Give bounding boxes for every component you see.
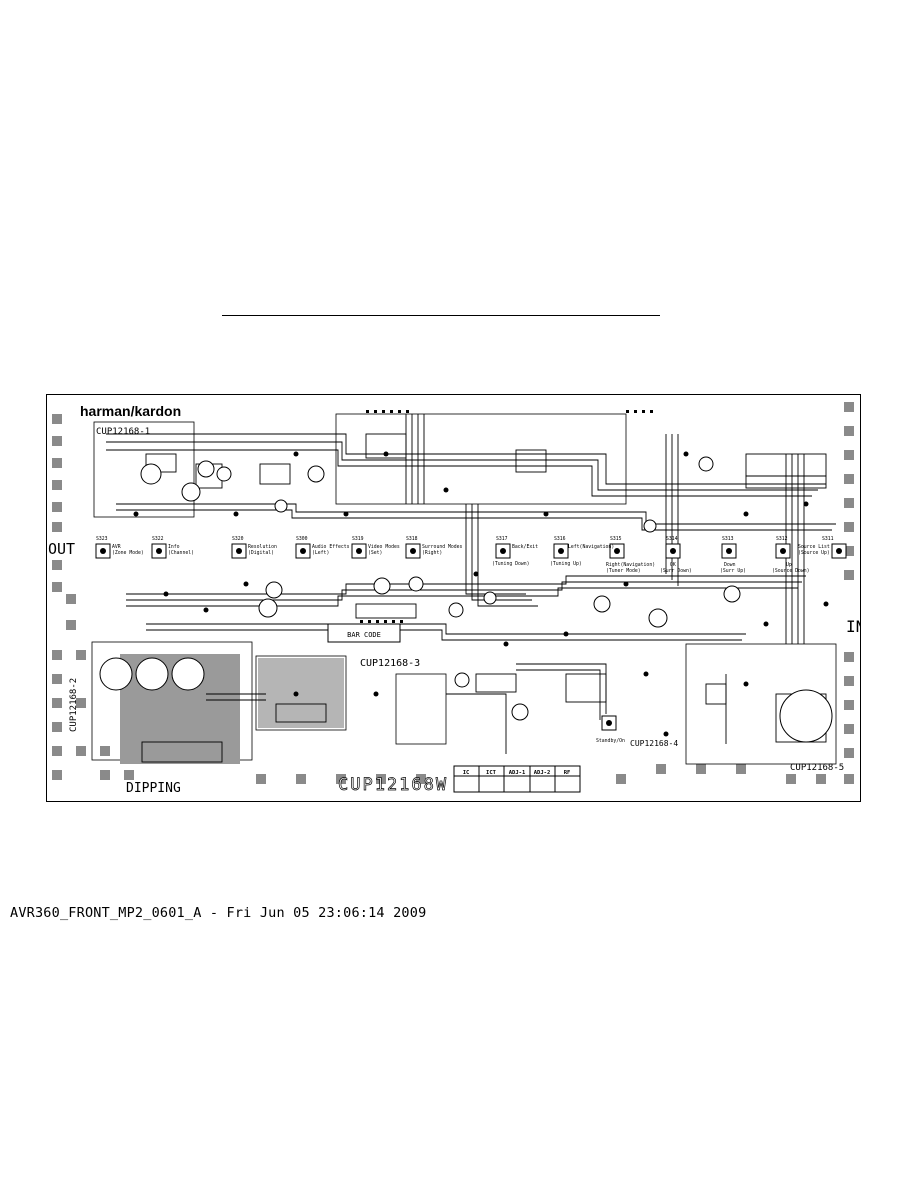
switch-label: Left(Navigation): [568, 544, 614, 550]
switch-ref: S322: [152, 536, 164, 542]
barcode-label: BAR CODE: [347, 631, 381, 639]
switch-sub: (Channel): [168, 550, 194, 556]
switch-sub: (Source Up): [798, 550, 830, 556]
sub-board-label: CUP12168-5: [790, 763, 844, 773]
switch-sub: (Right): [422, 550, 442, 556]
switch-ref: S323: [96, 536, 108, 542]
switch-label: Video Modes: [368, 544, 400, 550]
switch-label: Right(Navigation): [606, 562, 655, 568]
switch-sub: (Tuning Down): [492, 561, 530, 567]
switch-label: Surround Modes: [422, 544, 463, 550]
switch-label: Info: [168, 544, 180, 550]
sub-board-label: CUP12168-3: [360, 658, 420, 669]
file-timestamp: Fri Jun 05 23:06:14 2009: [202, 905, 427, 921]
dipping-label: DIPPING: [126, 781, 181, 796]
file-name: AVR360_FRONT_MP2_0601_A: [10, 905, 202, 921]
table-header: ICT: [486, 770, 497, 776]
switch-sub: (Surr Up): [720, 568, 746, 574]
switch-ref: S312: [776, 536, 788, 542]
out-label: OUT: [48, 540, 75, 558]
standby-label: Standby/On: [596, 738, 625, 744]
switch-sub: (Set): [368, 550, 382, 556]
switch-ref: S313: [722, 536, 734, 542]
table-header: RF: [564, 770, 571, 776]
switch-ref: S317: [496, 536, 508, 542]
switch-label: Up: [786, 562, 792, 568]
switch-ref: S314: [666, 536, 678, 542]
switch-sub: (Source Down): [772, 568, 810, 574]
edge-pads: [52, 402, 854, 784]
board-id: CUP12168W: [338, 775, 448, 795]
switch-label: Source List: [798, 544, 830, 550]
table-header: ADJ-1: [509, 770, 526, 776]
sub-board-label: CUP12168-4: [630, 739, 678, 748]
switch-label: AVR: [112, 544, 121, 550]
switch-label: Down: [724, 562, 736, 568]
switch-ref: S316: [554, 536, 566, 542]
switch-sub: (Zone Mode): [112, 550, 144, 556]
in-label: IN: [846, 617, 861, 636]
switch-ref: S311: [822, 536, 834, 542]
sub-board-label: CUP12168-2: [69, 678, 79, 732]
switch-label: Audio Effects: [312, 544, 350, 550]
switch-sub: (Digital): [248, 550, 274, 556]
switch-label: Back/Exit: [512, 544, 538, 550]
brand-logo: harman/kardon: [80, 403, 181, 419]
switch-label: OK: [670, 562, 676, 568]
table-header: ADJ-2: [534, 770, 551, 776]
switch-ref: S300: [296, 536, 308, 542]
barcode-box: [327, 623, 401, 643]
switch-ref: S318: [406, 536, 418, 542]
pcb-layout: BAR CODE IC ICT ADJ-1 ADJ-2 RF harman/ka…: [46, 394, 861, 802]
switch-label: Resolution: [248, 544, 277, 550]
inspection-table: [453, 765, 581, 793]
switch-sub: (Left): [312, 550, 329, 556]
switch-ref: S315: [610, 536, 622, 542]
sub-board-label: CUP12168-1: [96, 427, 150, 437]
switch-ref: S320: [232, 536, 244, 542]
switch-sub: (Surr Down): [660, 568, 692, 574]
switch-ref: S319: [352, 536, 364, 542]
switch-sub: (Tuning Up): [550, 561, 582, 567]
header-rule: [222, 315, 660, 316]
switch-sub: (Tuner Mode): [606, 568, 641, 574]
file-footer: AVR360_FRONT_MP2_0601_AFri Jun 05 23:06:…: [10, 905, 426, 921]
table-header: IC: [463, 770, 470, 776]
